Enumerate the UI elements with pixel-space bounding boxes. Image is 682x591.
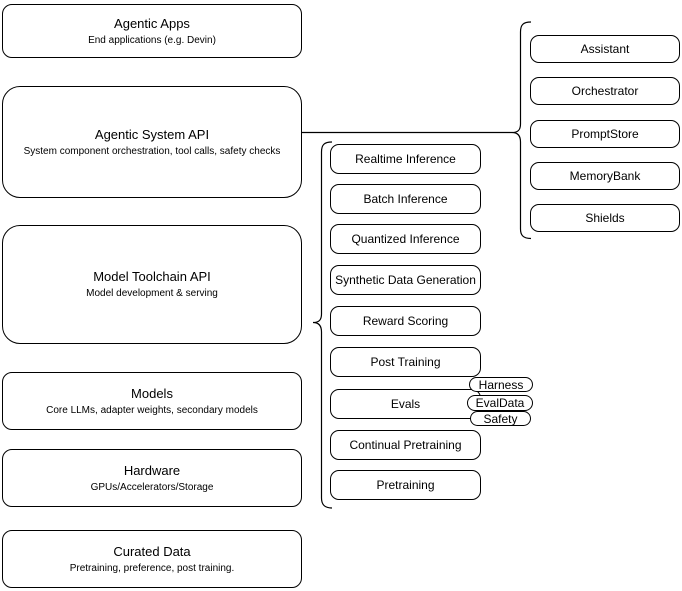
- node-promptstore: PromptStore: [530, 120, 680, 148]
- tag-harness: Harness: [469, 377, 533, 392]
- tag-label: EvalData: [475, 396, 525, 410]
- tag-evaldata: EvalData: [467, 395, 533, 411]
- node-hardware: Hardware GPUs/Accelerators/Storage: [2, 449, 302, 507]
- tag-label: Harness: [478, 377, 524, 392]
- node-title: Hardware: [123, 462, 181, 478]
- node-label: Post Training: [370, 355, 441, 369]
- node-label: Reward Scoring: [362, 314, 449, 328]
- node-curated-data: Curated Data Pretraining, preference, po…: [2, 530, 302, 588]
- node-label: Continual Pretraining: [349, 438, 462, 452]
- node-subtitle: System component orchestration, tool cal…: [23, 145, 281, 157]
- node-realtime-inference: Realtime Inference: [330, 144, 481, 174]
- node-label: Orchestrator: [571, 84, 639, 98]
- node-agentic-apps: Agentic Apps End applications (e.g. Devi…: [2, 4, 302, 58]
- node-title: Agentic Apps: [114, 15, 190, 31]
- node-orchestrator: Orchestrator: [530, 77, 680, 105]
- node-title: Curated Data: [113, 543, 191, 559]
- node-pretraining: Pretraining: [330, 470, 481, 500]
- node-label: Synthetic Data Generation: [335, 273, 476, 287]
- tag-label: Safety: [483, 411, 518, 426]
- node-label: Batch Inference: [363, 192, 448, 206]
- node-subtitle: Pretraining, preference, post training.: [69, 562, 235, 574]
- node-continual-pretraining: Continual Pretraining: [330, 430, 481, 460]
- node-label: Quantized Inference: [351, 232, 460, 246]
- node-subtitle: Core LLMs, adapter weights, secondary mo…: [46, 404, 258, 416]
- node-label: Pretraining: [376, 478, 435, 492]
- node-label: PromptStore: [571, 127, 639, 141]
- node-title: Model Toolchain API: [93, 269, 211, 284]
- node-synthetic-data-generation: Synthetic Data Generation: [330, 265, 481, 295]
- system-components-brace: [511, 21, 532, 240]
- node-post-training: Post Training: [330, 347, 481, 377]
- node-subtitle: GPUs/Accelerators/Storage: [90, 481, 214, 493]
- node-title: Agentic System API: [94, 126, 210, 142]
- node-label: Shields: [585, 211, 625, 225]
- node-label: Assistant: [580, 42, 630, 56]
- node-quantized-inference: Quantized Inference: [330, 224, 481, 254]
- node-subtitle: End applications (e.g. Devin): [88, 34, 216, 46]
- node-batch-inference: Batch Inference: [330, 184, 481, 214]
- node-reward-scoring: Reward Scoring: [330, 306, 481, 336]
- node-agentic-system-api: Agentic System API System component orch…: [2, 86, 302, 198]
- node-evals: Evals: [330, 389, 481, 419]
- node-memorybank: MemoryBank: [530, 162, 680, 190]
- node-label: Evals: [390, 397, 421, 411]
- node-models: Models Core LLMs, adapter weights, secon…: [2, 372, 302, 430]
- node-shields: Shields: [530, 204, 680, 232]
- tag-safety: Safety: [470, 411, 531, 426]
- node-subtitle: Model development & serving: [86, 288, 218, 299]
- node-model-toolchain-api: Model Toolchain API Model development & …: [2, 225, 302, 344]
- node-label: MemoryBank: [569, 169, 641, 183]
- node-label: Realtime Inference: [355, 152, 456, 166]
- node-title: Models: [131, 385, 173, 401]
- node-assistant: Assistant: [530, 35, 680, 63]
